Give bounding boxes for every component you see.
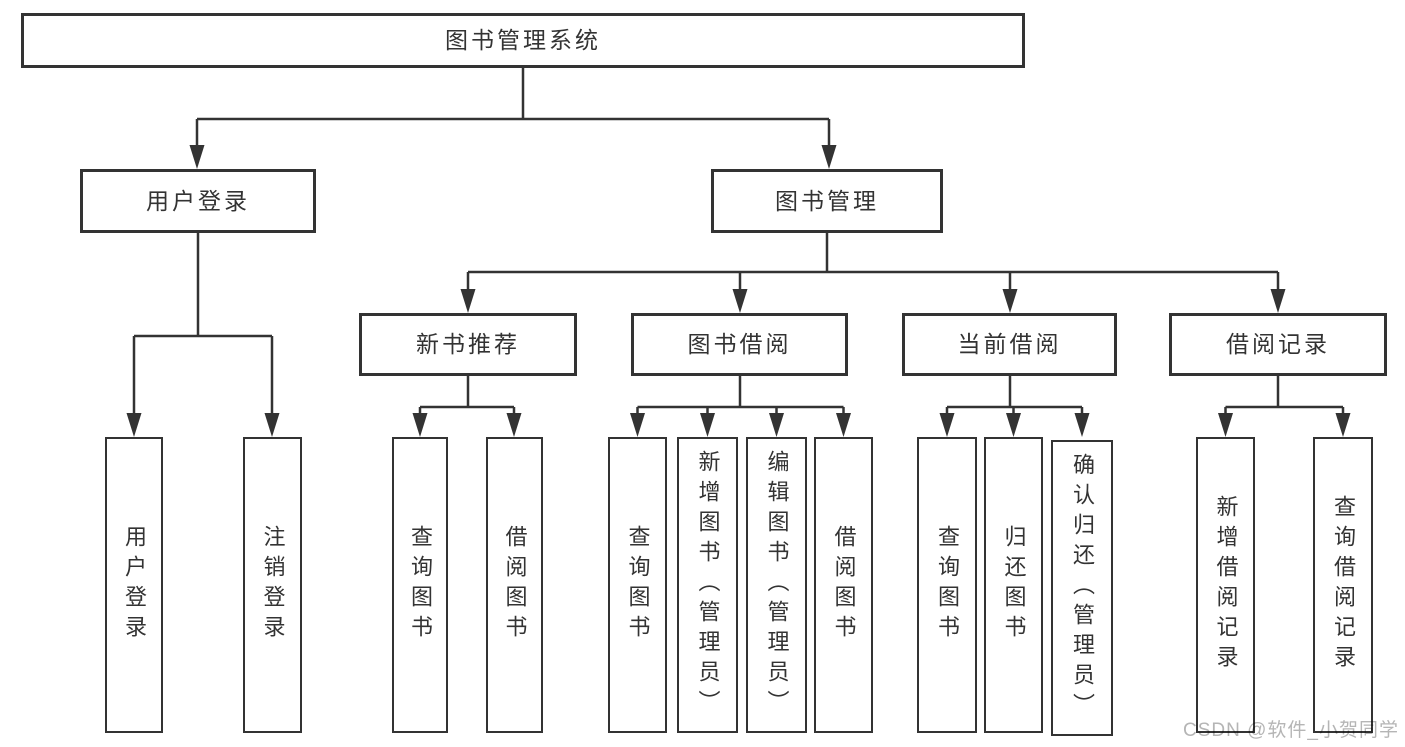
leaf-logout: 注销登录 [243,437,302,733]
arrow-down-icon [264,413,280,437]
node-label: 借阅图书 [502,525,528,645]
node-label: 新书推荐 [416,331,520,357]
node-label: 用户登录 [146,187,250,214]
node-label: 图书借阅 [687,331,792,357]
arrow-down-icon [1074,413,1090,437]
leaf-edit-book-admin: 编辑图书（管理员） [746,437,807,733]
arrow-down-icon [1270,289,1286,313]
arrow-down-icon [630,413,645,437]
node-label: 编辑图书（管理员） [764,450,790,720]
node-label: 新增图书（管理员） [695,450,721,720]
arrow-down-icon [1218,413,1233,437]
leaf-borrow-books-recommend: 借阅图书 [486,437,543,733]
arrow-down-icon [460,289,476,313]
leaf-query-books-current: 查询图书 [917,437,977,733]
node-label: 查询图书 [625,525,651,645]
arrow-down-icon [700,413,715,437]
arrow-down-icon [412,413,428,437]
node-label: 查询图书 [408,525,433,645]
node-library-management-system: 图书管理系统 [21,13,1025,68]
arrow-down-icon [126,413,142,437]
leaf-query-borrow-record: 查询借阅记录 [1313,437,1373,733]
node-current-borrow: 当前借阅 [902,313,1117,376]
arrow-down-icon [821,145,837,169]
node-borrow-records: 借阅记录 [1169,313,1387,376]
node-label: 当前借阅 [957,331,1062,357]
leaf-confirm-return-admin: 确认归还（管理员） [1051,440,1113,736]
leaf-add-book-admin: 新增图书（管理员） [677,437,738,733]
node-label: 确认归还（管理员） [1070,453,1095,723]
arrow-down-icon [732,289,748,313]
node-label: 注销登录 [260,525,286,645]
leaf-query-books-borrow: 查询图书 [608,437,667,733]
leaf-query-books-recommend: 查询图书 [392,437,448,733]
arrow-down-icon [939,413,955,437]
node-label: 借阅图书 [831,525,857,645]
arrowhead-icons [126,145,1351,437]
arrow-down-icon [506,413,522,437]
leaf-user-login: 用户登录 [105,437,163,733]
node-label: 图书管理系统 [445,27,601,53]
arrow-down-icon [1002,289,1018,313]
csdn-watermark: CSDN @软件_小贺同学 [1183,720,1399,741]
node-book-borrow: 图书借阅 [631,313,848,376]
node-user-login-branch: 用户登录 [80,169,316,233]
arrow-down-icon [1006,413,1021,437]
arrow-down-icon [769,413,784,437]
connector-segments [132,68,1345,416]
node-label: 图书管理 [775,187,879,214]
node-label: 新增借阅记录 [1213,495,1239,675]
arrow-down-icon [1335,413,1351,437]
arrow-down-icon [836,413,851,437]
node-label: 查询借阅记录 [1331,495,1356,675]
node-label: 查询图书 [935,525,960,645]
node-book-management: 图书管理 [711,169,943,233]
node-label: 借阅记录 [1226,331,1330,357]
node-label: 归还图书 [1001,525,1027,645]
leaf-return-books: 归还图书 [984,437,1043,733]
arrow-down-icon [189,145,205,169]
node-label: 用户登录 [122,525,147,645]
node-new-book-recommend: 新书推荐 [359,313,577,376]
leaf-borrow-books: 借阅图书 [814,437,873,733]
leaf-add-borrow-record: 新增借阅记录 [1196,437,1255,733]
